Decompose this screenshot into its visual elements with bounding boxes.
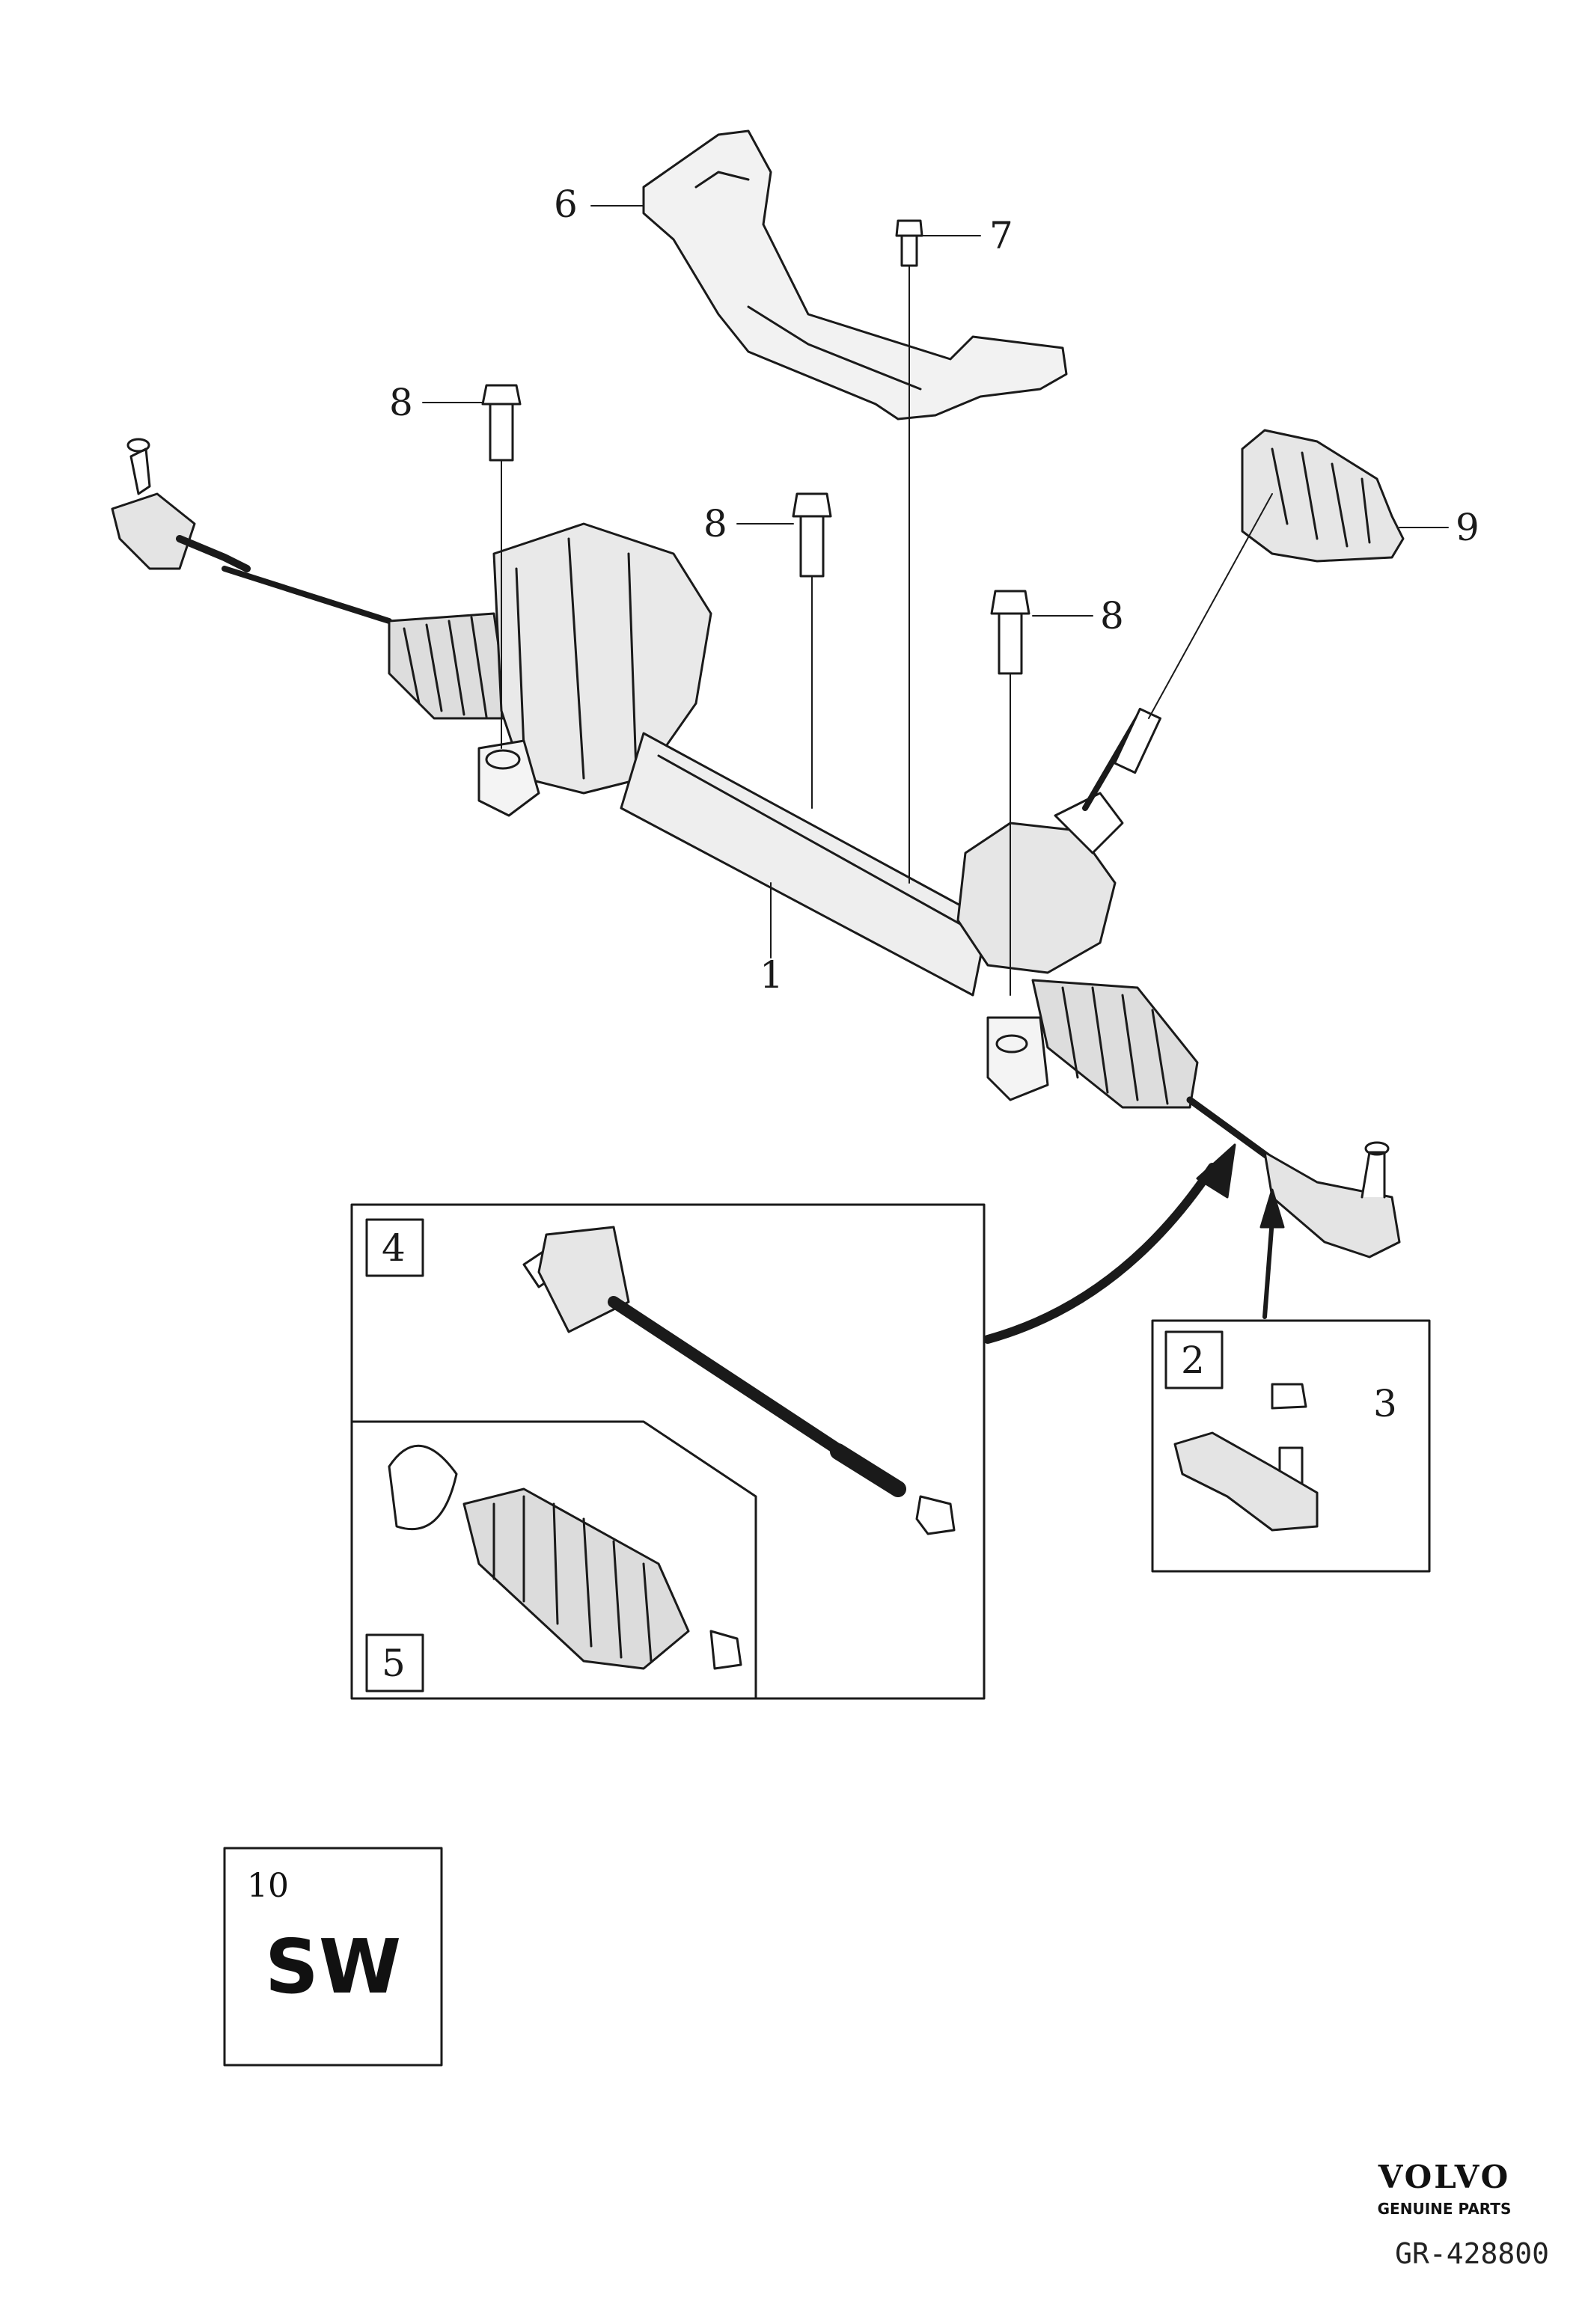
- callout-3: 3: [1373, 1382, 1397, 1425]
- bolt-8b: [792, 492, 832, 809]
- heat-shield: [642, 129, 1068, 421]
- callout-1: 1: [760, 953, 784, 997]
- callout-8b: 8: [703, 502, 727, 545]
- callout-9: 9: [1456, 506, 1479, 549]
- bolt-7: [895, 219, 923, 884]
- diagram-reference: GR-428800: [1395, 2237, 1549, 2270]
- callout-7: 7: [989, 214, 1013, 257]
- sw-box: [223, 1847, 443, 2067]
- sw-label: SW: [264, 1923, 402, 2010]
- callout-5: 5: [382, 1642, 406, 1685]
- callout-8a: 8: [389, 381, 413, 424]
- bolt-8a: [481, 384, 522, 749]
- rack-mount: [1241, 429, 1405, 563]
- callout-6: 6: [554, 183, 578, 226]
- bolt-8c: [990, 590, 1030, 996]
- inset-outer-tie-rod-end: [1151, 1319, 1431, 1573]
- genuine-parts-tagline: GENUINE PARTS: [1377, 2200, 1512, 2218]
- inset-inner-tie-rod: [350, 1203, 986, 1700]
- volvo-logo: VOLVO: [1378, 2159, 1511, 2195]
- callout-4: 4: [382, 1226, 406, 1270]
- callout-2: 2: [1181, 1339, 1205, 1382]
- callout-10: 10: [247, 1867, 289, 1905]
- steering-rack: [111, 438, 1401, 1259]
- callout-8c: 8: [1100, 594, 1124, 637]
